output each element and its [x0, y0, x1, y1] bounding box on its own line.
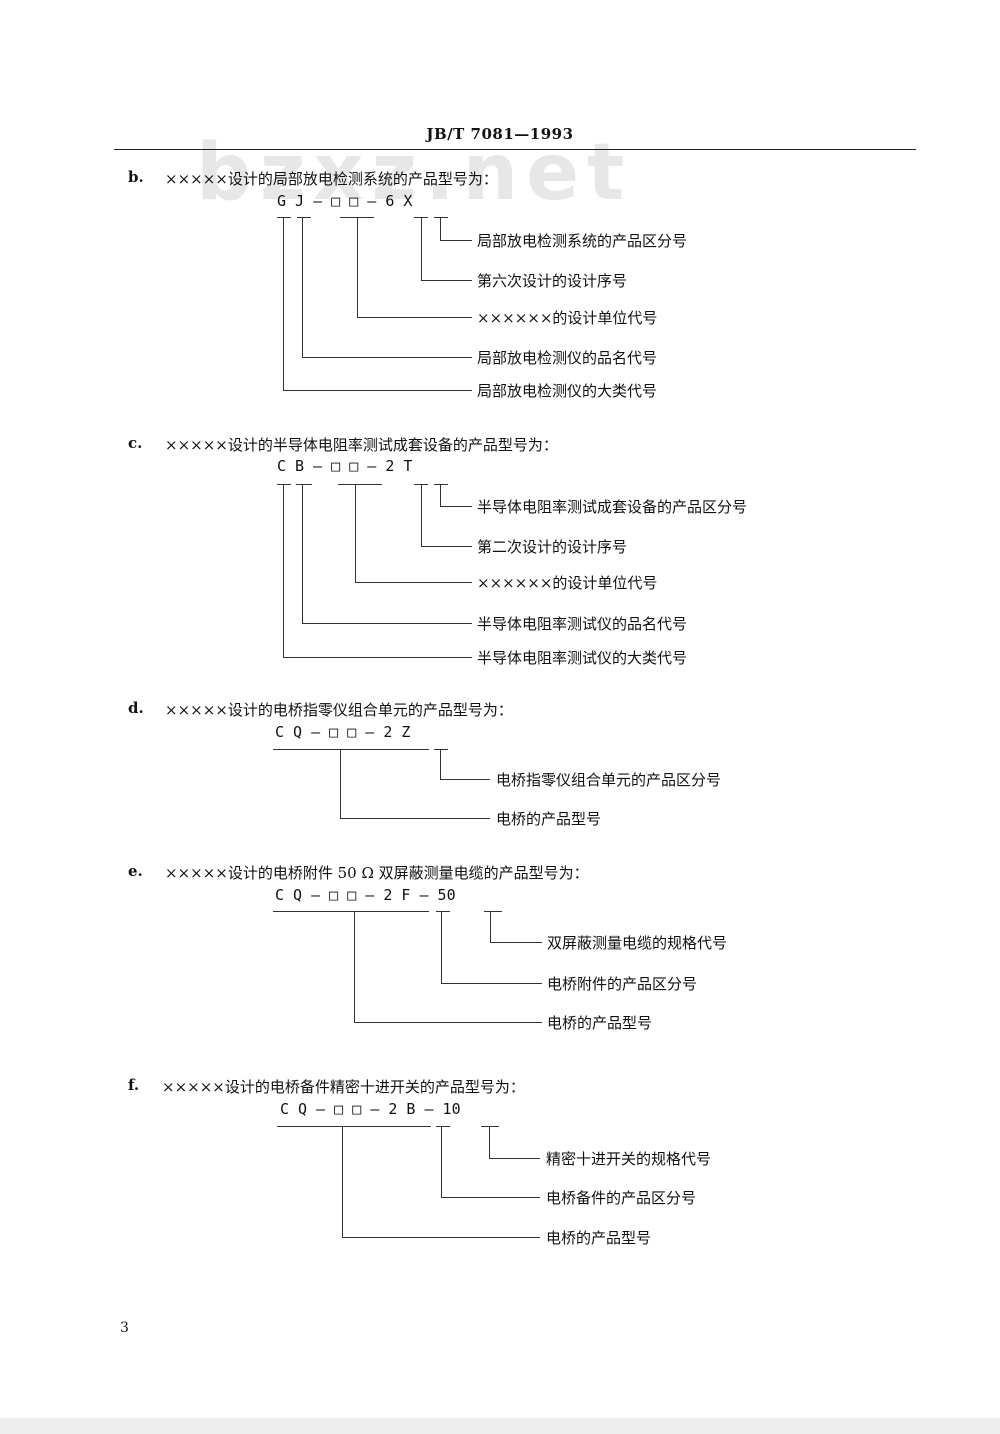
label: 电桥指零仪组合单元的产品区分号: [496, 771, 722, 789]
header-rule: [114, 149, 916, 150]
label: ××××××的设计单位代号: [477, 574, 658, 592]
leader-vertical: [421, 484, 423, 546]
model-code: C B — □ □ — 2 T: [277, 457, 413, 475]
leader-vertical: [489, 1126, 491, 1158]
leader-horizontal: [440, 506, 472, 508]
code-underline: [436, 911, 450, 913]
section-title: ×××××设计的局部放电检测系统的产品型号为：: [165, 170, 498, 188]
section-marker: e.: [128, 862, 143, 880]
section-title: ×××××设计的电桥附件 50 Ω 双屏蔽测量电缆的产品型号为：: [165, 864, 589, 882]
leader-horizontal: [340, 818, 490, 820]
leader-horizontal: [421, 546, 472, 548]
leader-vertical: [302, 484, 304, 623]
section-title: ×××××设计的半导体电阻率测试成套设备的产品型号为：: [165, 436, 558, 454]
leader-horizontal: [283, 657, 472, 659]
leader-vertical: [421, 217, 423, 280]
leader-vertical: [441, 1126, 443, 1197]
label: 电桥的产品型号: [547, 1014, 653, 1032]
label: 第六次设计的设计序号: [477, 272, 628, 290]
leader-horizontal: [354, 1022, 542, 1024]
label: 半导体电阻率测试仪的品名代号: [477, 615, 688, 633]
leader-horizontal: [342, 1237, 540, 1239]
code-underline: [297, 217, 311, 219]
code-underline: [273, 749, 429, 751]
label: 电桥的产品型号: [546, 1229, 652, 1247]
leader-vertical: [354, 911, 356, 1022]
label: 双屏蔽测量电缆的规格代号: [547, 934, 728, 952]
leader-vertical: [355, 484, 357, 582]
leader-vertical: [490, 911, 492, 942]
label: 电桥备件的产品区分号: [546, 1189, 697, 1207]
section-marker: b.: [128, 168, 144, 186]
label: 电桥附件的产品区分号: [547, 975, 698, 993]
code-underline: [484, 911, 502, 913]
leader-horizontal: [440, 779, 490, 781]
code-underline: [277, 1126, 431, 1128]
code-underline: [436, 1126, 450, 1128]
model-code: C Q — □ □ — 2 Z: [275, 723, 411, 741]
leader-vertical: [302, 217, 304, 357]
leader-vertical: [357, 217, 359, 317]
viewer-bottom-bar: [0, 1418, 1000, 1434]
leader-vertical: [440, 749, 442, 779]
section-title: ×××××设计的电桥指零仪组合单元的产品型号为：: [165, 701, 513, 719]
model-code: G J — □ □ — 6 X: [277, 192, 413, 210]
leader-horizontal: [421, 280, 472, 282]
leader-vertical: [342, 1126, 344, 1237]
leader-vertical: [340, 749, 342, 818]
label: 局部放电检测仪的大类代号: [477, 382, 658, 400]
label: 电桥的产品型号: [496, 810, 602, 828]
model-code: C Q — □ □ — 2 B — 10: [280, 1100, 461, 1118]
leader-horizontal: [302, 623, 472, 625]
leader-vertical: [440, 217, 442, 240]
section-marker: c.: [128, 434, 143, 452]
label: 半导体电阻率测试仪的大类代号: [477, 649, 688, 667]
code-underline: [338, 484, 382, 486]
leader-horizontal: [357, 317, 472, 319]
leader-horizontal: [441, 1197, 540, 1199]
label: 半导体电阻率测试成套设备的产品区分号: [477, 498, 748, 516]
page-number: 3: [120, 1320, 129, 1336]
section-marker: f.: [128, 1076, 140, 1094]
code-underline: [296, 484, 312, 486]
label: 局部放电检测仪的品名代号: [477, 349, 658, 367]
section-marker: d.: [128, 699, 144, 717]
model-code: C Q — □ □ — 2 F — 50: [275, 886, 456, 904]
leader-vertical: [441, 911, 443, 983]
leader-horizontal: [489, 1158, 540, 1160]
section-title: ×××××设计的电桥备件精密十进开关的产品型号为：: [162, 1078, 525, 1096]
leader-horizontal: [441, 983, 542, 985]
leader-vertical: [283, 484, 285, 657]
label: ××××××的设计单位代号: [477, 309, 658, 327]
label: 精密十进开关的规格代号: [546, 1150, 712, 1168]
leader-horizontal: [355, 582, 472, 584]
leader-horizontal: [283, 390, 472, 392]
leader-vertical: [440, 484, 442, 506]
code-underline: [273, 911, 429, 913]
leader-horizontal: [302, 357, 472, 359]
leader-horizontal: [490, 942, 542, 944]
standard-header: JB/T 7081—1993: [426, 125, 574, 143]
label: 局部放电检测系统的产品区分号: [477, 232, 688, 250]
label: 第二次设计的设计序号: [477, 538, 628, 556]
leader-horizontal: [440, 240, 472, 242]
leader-vertical: [283, 217, 285, 390]
